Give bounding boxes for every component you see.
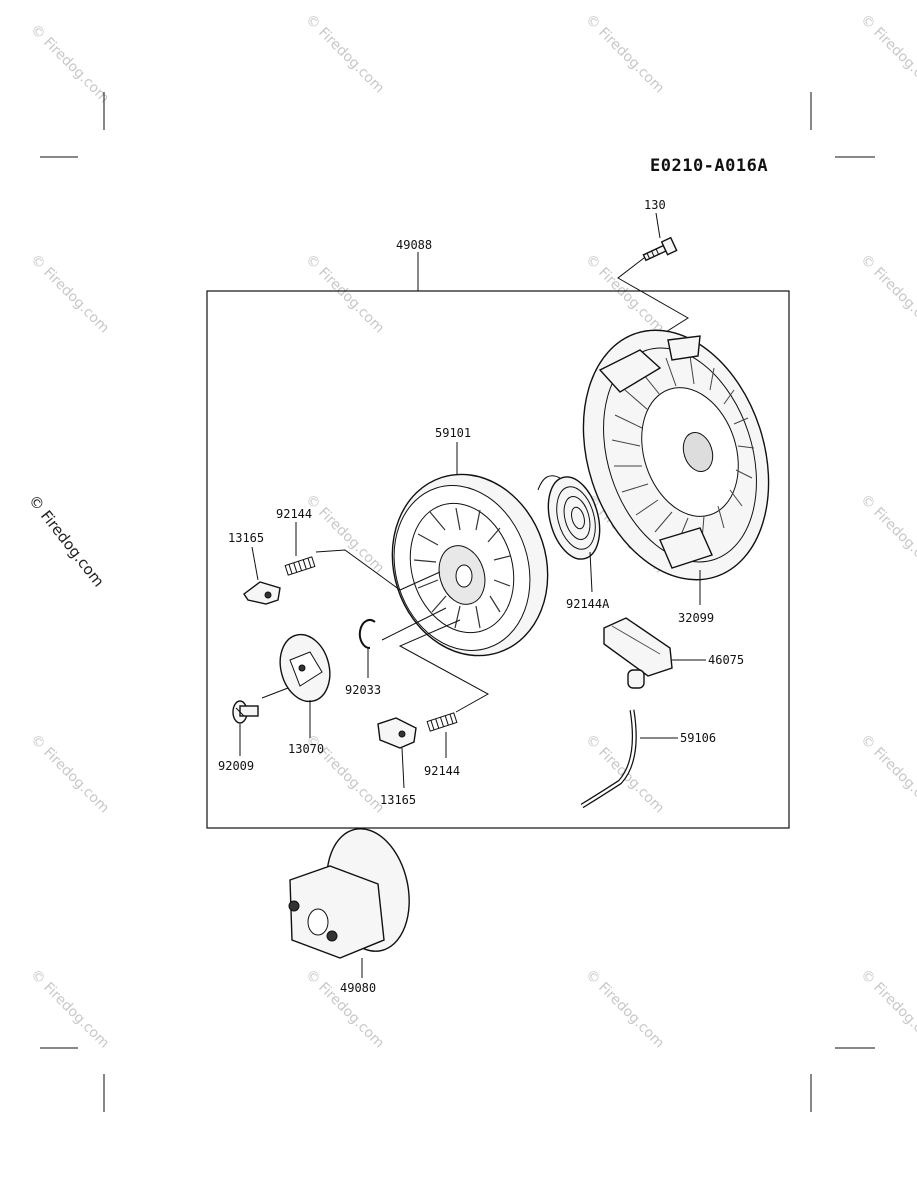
part-label-92009: 92009: [218, 759, 254, 773]
part-label-92144-top: 92144: [276, 507, 312, 521]
part-label-130: 130: [644, 198, 666, 212]
clip-92033: 92033: [345, 607, 447, 697]
watermark: © Firedog.com: [302, 252, 387, 337]
reel-59101: 59101: [391, 426, 549, 657]
pulley-49080: 49080: [288, 828, 410, 995]
ratchet-13165-top: 13165: [228, 531, 281, 605]
watermark: © Firedog.com: [857, 732, 917, 817]
part-label-46075: 46075: [708, 653, 744, 667]
spring-92144-top: 92144: [276, 507, 441, 591]
watermark: © Firedog.com: [27, 967, 112, 1052]
assembly-frame: [206, 290, 790, 829]
watermark: © Firedog.com: [27, 22, 112, 107]
spring-92144-bottom: 92144: [398, 619, 490, 778]
watermark: © Firedog.com: [582, 12, 667, 97]
part-label-59101: 59101: [435, 426, 471, 440]
guide-13070: 13070: [279, 633, 331, 756]
bolt-130: 130: [617, 198, 689, 343]
part-label-13070: 13070: [288, 742, 324, 756]
part-label-49080: 49080: [340, 981, 376, 995]
spring-92144a: 92144A: [537, 475, 610, 611]
watermark: © Firedog.com: [27, 732, 112, 817]
part-label-49088: 49088: [396, 238, 432, 252]
recoil-cover-32099: 32099: [582, 329, 770, 625]
rope-59106: 59106: [580, 709, 716, 809]
watermark: © Firedog.com: [302, 967, 387, 1052]
part-label-13165-bottom: 13165: [380, 793, 416, 807]
watermark: © Firedog.com: [302, 12, 387, 97]
watermark: © Firedog.com: [27, 252, 112, 337]
side-watermark: © Firedog.com: [25, 491, 108, 590]
watermark: © Firedog.com: [857, 492, 917, 577]
watermark: © Firedog.com: [857, 967, 917, 1052]
part-label-92144a: 92144A: [566, 597, 610, 611]
part-label-59106: 59106: [680, 731, 716, 745]
crop-marks: [40, 92, 875, 1112]
screw-92009: 92009: [218, 687, 289, 773]
watermark: © Firedog.com: [582, 967, 667, 1052]
diagram-code: E0210-A016A: [650, 156, 768, 176]
part-label-32099: 32099: [678, 611, 714, 625]
watermark: © Firedog.com: [302, 492, 387, 577]
watermark: © Firedog.com: [857, 252, 917, 337]
watermark: © Firedog.com: [857, 12, 917, 97]
part-label-13165-top: 13165: [228, 531, 264, 545]
ratchet-13165-bottom: 13165: [377, 717, 417, 807]
part-label-92033: 92033: [345, 683, 381, 697]
handle-46075: 46075: [603, 617, 744, 689]
watermark: © Firedog.com: [582, 252, 667, 337]
part-label-92144-bottom: 92144: [424, 764, 460, 778]
